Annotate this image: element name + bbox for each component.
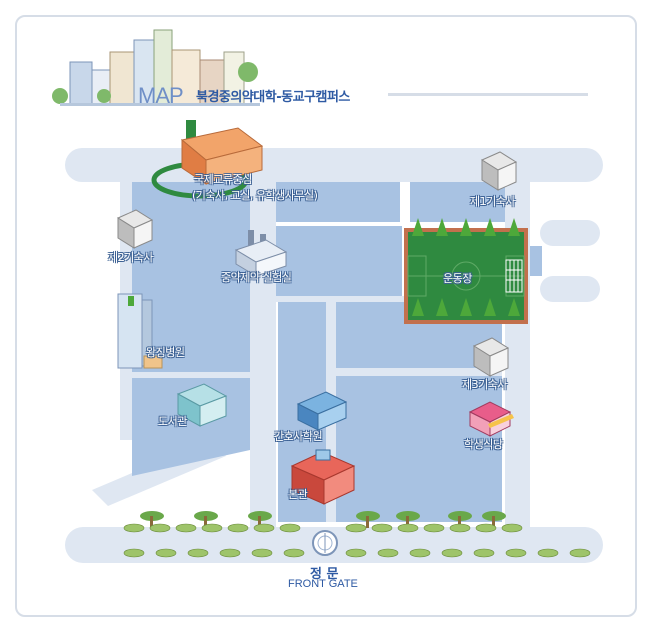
header-divider bbox=[388, 93, 588, 96]
label-nursing-school[interactable]: 간호사학원 bbox=[274, 430, 323, 443]
factory-icon bbox=[234, 230, 288, 277]
label-pharma-lab[interactable]: 중약제약 실험실 bbox=[221, 271, 292, 284]
dorm-building-icon bbox=[472, 337, 510, 377]
school-building-icon bbox=[296, 391, 348, 431]
north-road bbox=[65, 148, 603, 182]
east-road-lower bbox=[540, 276, 600, 302]
label-library[interactable]: 도서관 bbox=[158, 415, 187, 428]
block-northeast bbox=[410, 182, 505, 222]
label-international-center[interactable]: 국제교류중심 bbox=[194, 173, 252, 186]
campus-buildings-icon bbox=[52, 29, 260, 106]
international-center-building-icon bbox=[151, 120, 264, 199]
tree-icon bbox=[140, 511, 506, 528]
east-road-upper bbox=[540, 220, 600, 246]
block-center-lower bbox=[336, 372, 502, 522]
gate-compass-icon[interactable] bbox=[312, 530, 338, 556]
label-dorm2[interactable]: 제2기숙사 bbox=[108, 251, 153, 264]
dorm-building-icon bbox=[480, 151, 518, 191]
library-building-icon bbox=[176, 383, 228, 427]
label-hospital[interactable]: 왕징병원 bbox=[146, 346, 185, 359]
block-west-upper bbox=[132, 182, 250, 372]
block-east-gap bbox=[530, 246, 542, 276]
label-international-center-detail[interactable]: (기숙사, 교실, 유학생사무실) bbox=[192, 189, 318, 202]
block-center-upper bbox=[276, 226, 402, 296]
block-north-center bbox=[276, 182, 400, 222]
hospital-building-icon bbox=[117, 293, 163, 369]
shrub-icon bbox=[123, 523, 591, 558]
front-gate-label: 정 문 bbox=[310, 567, 339, 582]
main-hall-icon bbox=[290, 449, 356, 505]
dorm-building-icon bbox=[116, 209, 154, 249]
cafeteria-icon bbox=[468, 401, 514, 437]
label-dorm3[interactable]: 제3기숙사 bbox=[462, 378, 507, 391]
label-cafeteria[interactable]: 학생식당 bbox=[464, 438, 503, 451]
map-title: MAP bbox=[138, 83, 184, 108]
sports-field bbox=[404, 218, 528, 324]
tree-icon bbox=[412, 218, 520, 316]
campus-name: 북경중의약대학-동교구캠퍼스 bbox=[196, 90, 350, 105]
label-dorm1[interactable]: 제1기숙사 bbox=[470, 195, 515, 208]
goal-net-icon bbox=[505, 259, 523, 293]
front-gate-label-en: FRONT GATE bbox=[288, 578, 358, 590]
label-sports-field[interactable]: 운동장 bbox=[443, 272, 472, 285]
label-main-hall[interactable]: 본관 bbox=[288, 488, 308, 501]
